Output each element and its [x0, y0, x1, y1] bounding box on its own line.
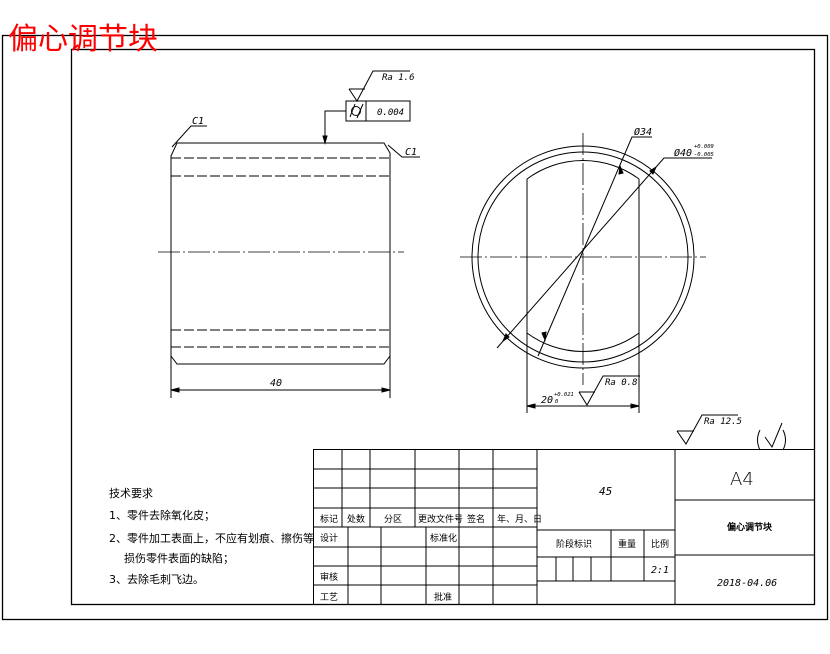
outer-tol-upper: +0.009 — [694, 144, 714, 150]
sheet-size: A4 — [730, 469, 754, 490]
drawing-title: 偏心调节块 — [8, 22, 158, 57]
length-dimension: 40 — [270, 378, 282, 389]
tech-heading: 技术要求 — [109, 487, 153, 500]
rev-header-doc: 更改文件号 — [418, 513, 463, 525]
roughness-label: Ra 1.6 — [382, 73, 415, 83]
slot-tol-upper: +0.021 — [554, 392, 574, 398]
side-view — [460, 133, 786, 451]
stage-mark-label: 阶段标识 — [556, 538, 592, 550]
outer-border — [1, 34, 829, 621]
chamfer-right-label: C1 — [405, 147, 417, 158]
tech-item-1: 1、零件去除氧化皮； — [109, 508, 215, 522]
tech-requirements: 技术要求 1、零件去除氧化皮； 2、零件加工表面上，不应有划痕、擦伤等 损伤零件… — [109, 487, 314, 586]
front-view — [158, 70, 420, 398]
scale-label: 比例 — [651, 538, 669, 550]
rev-header-sign: 签名 — [467, 513, 485, 525]
inner-diameter-label: Ø34 — [634, 126, 652, 138]
tolerance-value: 0.004 — [377, 108, 404, 118]
part-name: 偏心调节块 — [727, 521, 773, 533]
rev-header-date: 年、月、日 — [497, 513, 542, 525]
title-block — [313, 449, 815, 605]
tech-item-2: 2、零件加工表面上，不应有划痕、擦伤等 — [109, 531, 314, 545]
chamfer-left-label: C1 — [192, 116, 204, 127]
rev-header-count: 处数 — [347, 513, 365, 525]
outer-tol-lower: -0.005 — [694, 152, 714, 158]
rev-header-mark: 标记 — [320, 513, 338, 525]
review-label: 审核 — [320, 571, 338, 583]
design-label: 设计 — [320, 532, 338, 544]
standardize-label: 标准化 — [430, 532, 457, 544]
material-value: 45 — [599, 485, 612, 498]
outer-diameter-label: Ø40 — [674, 147, 692, 159]
slot-tol-lower: 0 — [555, 399, 559, 405]
slot-roughness-label: Ra 0.8 — [605, 378, 638, 388]
general-roughness-label: Ra 12.5 — [704, 417, 742, 427]
slot-width-label: 20 — [541, 395, 553, 406]
rev-header-zone: 分区 — [384, 514, 402, 525]
tech-item-2b: 损伤零件表面的缺陷； — [124, 551, 234, 565]
tech-item-3: 3、去除毛刺飞边。 — [109, 572, 204, 586]
weight-label: 重量 — [618, 538, 636, 550]
process-label: 工艺 — [320, 592, 338, 603]
drawing-date: 2018-04.06 — [717, 578, 777, 589]
scale-value: 2:1 — [651, 565, 669, 576]
revision-headers: 标记 处数 分区 更改文件号 签名 年、月、日 — [320, 513, 542, 525]
approve-label: 批准 — [434, 591, 452, 603]
